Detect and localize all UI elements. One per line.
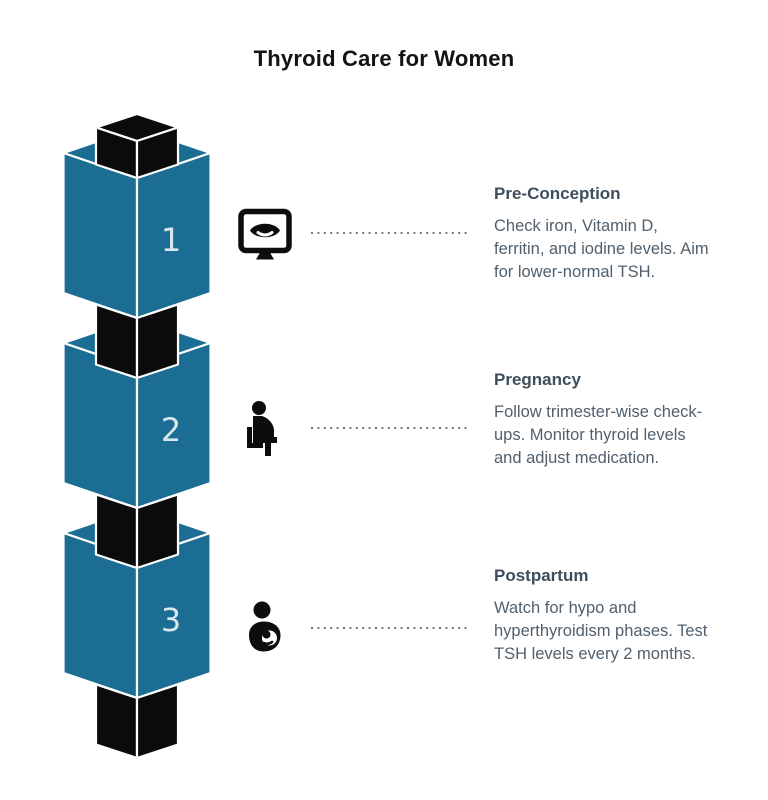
bottom-connector-cube (94, 683, 180, 760)
step-2-heading: Pregnancy (494, 370, 581, 389)
connector-cube-2 (94, 493, 180, 570)
step-2-text: Pregnancy Follow trimester-wise check-up… (494, 370, 710, 470)
step-1-body: Check iron, Vitamin D, ferritin, and iod… (494, 217, 709, 281)
top-connector-cube (94, 112, 180, 180)
step-1-heading: Pre-Conception (494, 184, 621, 203)
connector-cube-1 (94, 303, 180, 380)
page-title: Thyroid Care for Women (253, 46, 515, 71)
pregnant-woman-icon (247, 401, 277, 456)
bottom-cube-left-face (94, 683, 139, 760)
block-1-left-face (62, 151, 139, 320)
top-cube-right-face (135, 126, 180, 180)
leader-dotted-line-3 (311, 627, 469, 629)
step-3-number: 3 (161, 601, 181, 639)
step-3-body: Watch for hypo and hyperthyroidism phase… (494, 599, 708, 663)
connector-cube-1-left-face (94, 303, 139, 380)
ultrasound-monitor-icon (238, 208, 292, 260)
step-2-number: 2 (161, 411, 181, 449)
bottom-cube-right-face (135, 683, 180, 760)
connector-cube-2-right-face (135, 493, 180, 570)
step-1-number: 1 (161, 221, 181, 259)
mother-baby-icon (249, 601, 281, 652)
connector-cube-1-right-face (135, 303, 180, 380)
leader-dotted-line-2 (311, 427, 469, 429)
step-3-text: Postpartum Watch for hypo and hyperthyro… (494, 566, 710, 666)
connector-cube-2-left-face (94, 493, 139, 570)
step-3-heading: Postpartum (494, 566, 589, 585)
step-1-text: Pre-Conception Check iron, Vitamin D, fe… (494, 184, 710, 284)
leader-dotted-line-1 (311, 232, 469, 234)
step-2-body: Follow trimester-wise check-ups. Monitor… (494, 403, 703, 467)
block-tower-graphic: 1 2 3 (62, 112, 212, 760)
